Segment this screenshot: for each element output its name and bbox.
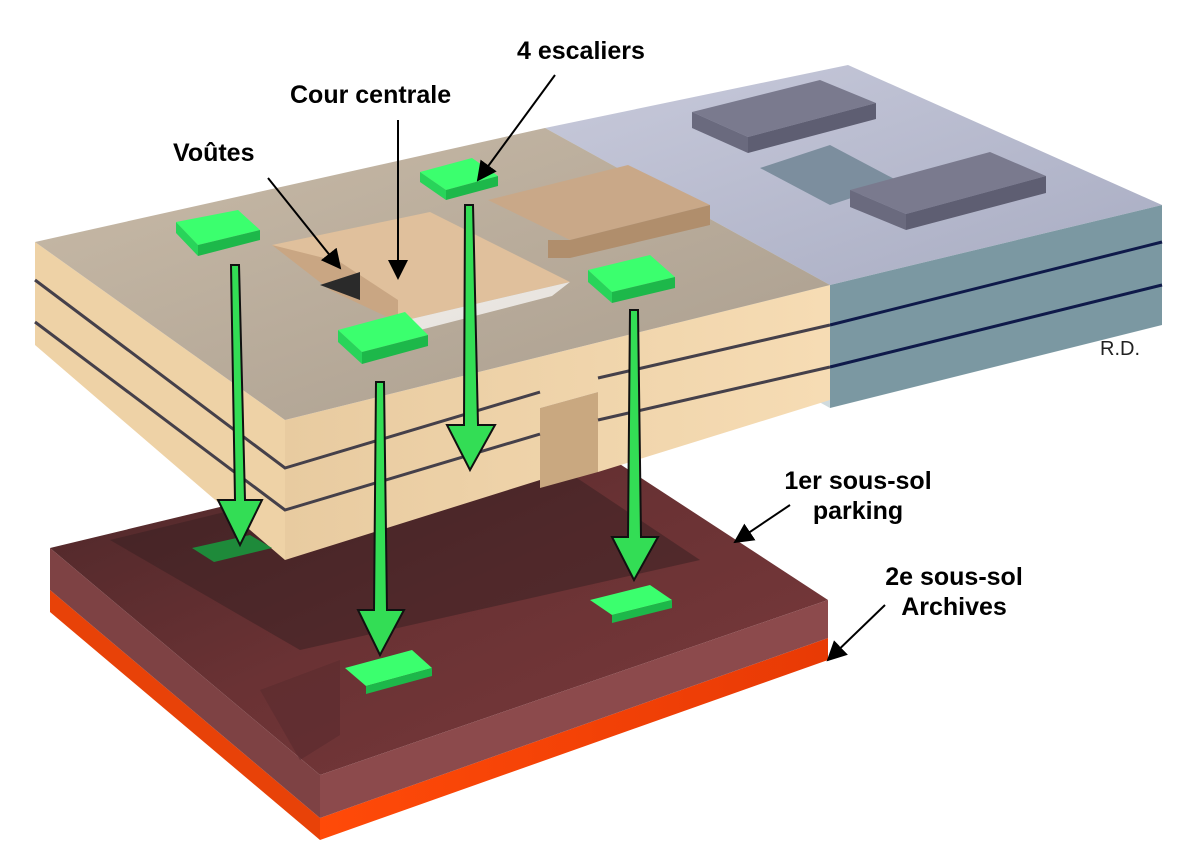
- leader-sous-sol-2: [826, 604, 886, 662]
- label-sous-sol-1-line1: 1er sous-sol: [784, 467, 932, 495]
- label-sous-sol-1-line2: parking: [812, 497, 904, 525]
- label-sous-sol-2: 2e sous-sol Archives: [874, 562, 1034, 622]
- stair-3-top: [338, 312, 428, 364]
- stair-4-bottom: [590, 585, 672, 623]
- stair-arrows: [216, 204, 660, 658]
- label-sous-sol-1: 1er sous-sol parking: [778, 466, 938, 526]
- stair-1-top: [176, 210, 260, 256]
- arrow-4: [610, 309, 660, 583]
- stair-4-top: [588, 255, 675, 303]
- leader-lines: [267, 74, 886, 662]
- archives-level: [50, 590, 828, 840]
- label-cour-centrale: Cour centrale: [290, 81, 452, 109]
- stair-3-bottom: [345, 650, 432, 694]
- label-escaliers: 4 escaliers: [517, 37, 645, 65]
- leader-voutes: [267, 177, 342, 270]
- arrow-2: [445, 204, 497, 473]
- signature: R.D.: [1100, 338, 1140, 360]
- arrow-1: [216, 264, 264, 548]
- leader-sous-sol-1: [733, 504, 791, 544]
- arrow-3: [356, 381, 406, 658]
- stairs: [176, 158, 675, 694]
- stair-1-bottom: [192, 535, 272, 562]
- label-sous-sol-2-line2: Archives: [901, 593, 1007, 621]
- leader-escaliers: [476, 74, 556, 182]
- label-sous-sol-2-line1: 2e sous-sol: [885, 563, 1023, 591]
- label-voutes: Voûtes: [173, 139, 255, 167]
